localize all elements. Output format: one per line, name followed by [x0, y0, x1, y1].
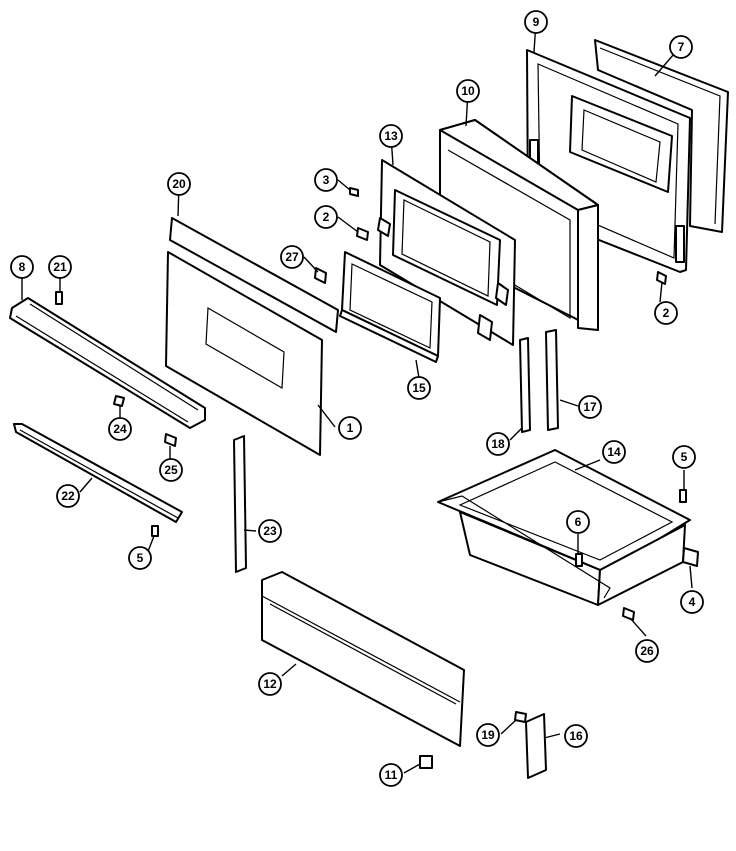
- part-screw-24: [113, 395, 125, 407]
- svg-text:2: 2: [323, 210, 330, 224]
- svg-text:3: 3: [323, 173, 330, 187]
- part-door-insulation: [439, 119, 599, 331]
- svg-text:1: 1: [347, 421, 354, 435]
- callout-19: 19: [476, 723, 500, 747]
- callout-24: 24: [108, 417, 132, 441]
- part-bracket: [682, 547, 699, 567]
- svg-text:14: 14: [607, 445, 621, 459]
- svg-text:9: 9: [533, 15, 540, 29]
- part-clip-25: [164, 433, 177, 447]
- part-screw-6: [575, 553, 583, 567]
- part-end-cap: [525, 713, 547, 779]
- svg-text:16: 16: [569, 729, 583, 743]
- svg-text:18: 18: [491, 437, 505, 451]
- callout-25: 25: [159, 458, 183, 482]
- callout-27: 27: [280, 245, 304, 269]
- svg-text:23: 23: [263, 524, 277, 538]
- svg-text:11: 11: [385, 768, 398, 782]
- part-small-clip-right: [656, 271, 667, 285]
- svg-text:17: 17: [583, 400, 597, 414]
- callout-17: 17: [578, 395, 602, 419]
- callout-3: 3: [314, 168, 338, 192]
- svg-text:8: 8: [19, 260, 26, 274]
- svg-text:10: 10: [461, 84, 475, 98]
- callout-10: 9: [524, 10, 548, 34]
- svg-text:12: 12: [263, 677, 277, 691]
- callout-26: 26: [635, 639, 659, 663]
- callout-2-right: 2: [654, 301, 678, 325]
- part-roller: [622, 607, 635, 621]
- part-side-strip-18: [519, 337, 531, 433]
- callout-4: 4: [680, 590, 704, 614]
- callout-1: 1: [338, 416, 362, 440]
- callout-20: 20: [167, 172, 191, 196]
- part-door-glass: [169, 217, 339, 333]
- svg-text:24: 24: [113, 422, 127, 436]
- svg-text:27: 27: [285, 250, 299, 264]
- part-vertical-trim: [233, 435, 247, 573]
- part-screw-right: [679, 489, 687, 503]
- svg-text:4: 4: [689, 595, 696, 609]
- callout-2-upper: 2: [314, 205, 338, 229]
- part-clip-19: [514, 711, 527, 723]
- svg-text:20: 20: [172, 177, 186, 191]
- part-drawer-front: [261, 571, 465, 747]
- callout-14: 14: [602, 440, 626, 464]
- part-side-strip-17: [545, 329, 559, 431]
- callout-12: 12: [258, 672, 282, 696]
- callout-8: 7: [669, 35, 693, 59]
- leader-lines: [21, 21, 693, 774]
- svg-text:25: 25: [164, 463, 178, 477]
- part-small-clip: [356, 227, 369, 241]
- part-screw-left: [151, 525, 159, 537]
- part-knob: [419, 755, 433, 769]
- callout-11: 10: [456, 79, 480, 103]
- callout-23: 23: [258, 519, 282, 543]
- svg-text:19: 19: [481, 728, 495, 742]
- svg-text:7: 7: [678, 40, 685, 54]
- callout-13: 13: [379, 124, 403, 148]
- callout-9: 11: [379, 763, 403, 787]
- svg-text:21: 21: [53, 260, 67, 274]
- svg-text:5: 5: [137, 551, 144, 565]
- part-outer-door-panel: [165, 251, 323, 456]
- part-door-gasket: [594, 39, 729, 233]
- part-rail-screw: [55, 291, 63, 305]
- part-window-frame: [339, 251, 441, 363]
- svg-text:15: 15: [412, 381, 426, 395]
- part-screw: [349, 187, 359, 197]
- callout-5-left: 5: [128, 546, 152, 570]
- svg-text:26: 26: [640, 644, 654, 658]
- svg-text:2: 2: [663, 306, 670, 320]
- part-drawer-box: [437, 449, 691, 606]
- part-bottom-rail: [13, 423, 183, 523]
- callout-15: 15: [407, 376, 431, 400]
- svg-text:22: 22: [61, 489, 75, 503]
- part-door-frame: [377, 159, 516, 346]
- part-top-rail: [9, 297, 206, 429]
- callout-6: 6: [566, 510, 590, 534]
- callout-16: 16: [564, 724, 588, 748]
- callout-5-right: 5: [672, 445, 696, 469]
- callout-18: 18: [486, 432, 510, 456]
- svg-text:6: 6: [575, 515, 582, 529]
- callout-7: 8: [10, 255, 34, 279]
- svg-text:5: 5: [681, 450, 688, 464]
- svg-text:13: 13: [384, 129, 398, 143]
- callout-22: 22: [56, 484, 80, 508]
- callout-21: 21: [48, 255, 72, 279]
